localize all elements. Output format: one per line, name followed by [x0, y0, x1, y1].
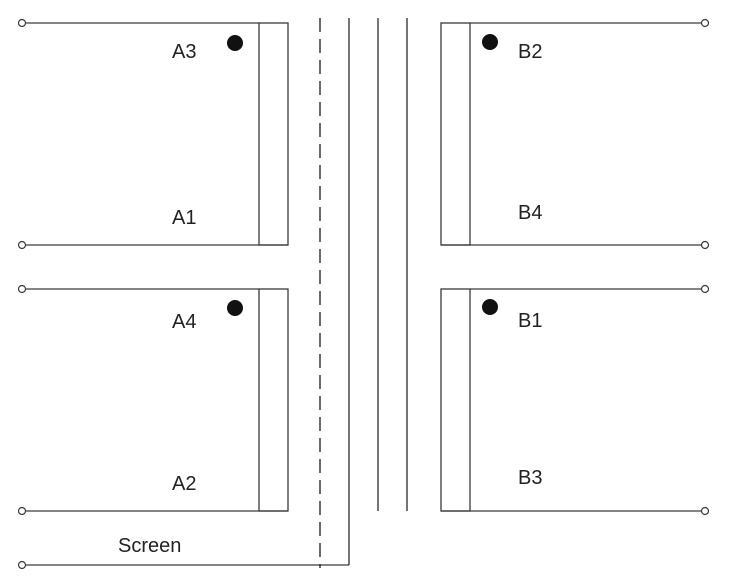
winding-a-lower: A4 A2	[17, 284, 289, 516]
winding-b-lower: B1 B3	[440, 284, 710, 516]
polarity-dot-a3	[227, 35, 243, 51]
label-b4: B4	[518, 202, 542, 224]
winding-b-upper: B2 B4	[440, 18, 710, 250]
terminal-screen[interactable]	[17, 560, 27, 570]
polarity-dot-b2	[482, 34, 498, 50]
terminal-a3[interactable]	[17, 18, 27, 28]
winding-b-upper-coil	[440, 22, 471, 246]
terminal-b1[interactable]	[700, 284, 710, 294]
polarity-dot-b1	[482, 299, 498, 315]
label-screen: Screen	[118, 535, 181, 557]
label-a3: A3	[172, 41, 196, 63]
label-a2: A2	[172, 473, 196, 495]
label-a4: A4	[172, 311, 196, 333]
label-b1: B1	[518, 310, 542, 332]
terminal-b3[interactable]	[700, 506, 710, 516]
polarity-dot-a4	[227, 300, 243, 316]
screen-lead: Screen	[17, 535, 349, 570]
terminal-a2[interactable]	[17, 506, 27, 516]
terminal-b2[interactable]	[700, 18, 710, 28]
terminal-a1[interactable]	[17, 240, 27, 250]
terminal-b4[interactable]	[700, 240, 710, 250]
winding-b-lower-coil	[440, 288, 471, 512]
label-b2: B2	[518, 41, 542, 63]
label-a1: A1	[172, 207, 196, 229]
label-b3: B3	[518, 467, 542, 489]
terminal-a4[interactable]	[17, 284, 27, 294]
winding-a-lower-coil	[258, 288, 289, 512]
winding-a-upper: A3 A1	[17, 18, 289, 250]
winding-a-upper-coil	[258, 22, 289, 246]
